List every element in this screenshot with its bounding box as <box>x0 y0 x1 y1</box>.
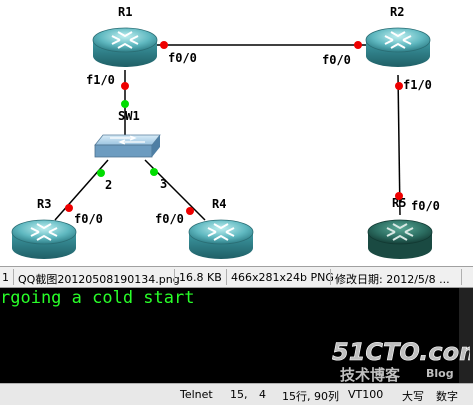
port-status-dot <box>395 192 403 200</box>
status-filename: QQ截图20120508190134.png <box>18 273 180 286</box>
watermark-site: 51CTO.com <box>332 338 470 366</box>
r4-label: R4 <box>212 197 226 211</box>
topology-canvas[interactable]: R1 R2 SW1 R3 <box>0 0 473 266</box>
port-status-dot <box>395 82 403 90</box>
port-label-r4-f00: f0/0 <box>155 212 184 226</box>
telnet-statusbar: Telnet 15, 4 15行, 90列 VT100 大写 数字 <box>0 383 473 405</box>
terminal-scrollbar[interactable] <box>459 288 473 383</box>
status-filesize: 16.8 KB <box>179 271 222 284</box>
port-status-dot <box>65 204 73 212</box>
port-label-r1-f10: f1/0 <box>86 73 115 87</box>
port-status-dot <box>354 41 362 49</box>
link-sw1-r3[interactable] <box>54 159 109 221</box>
watermark-slogan: 技术博客 <box>340 366 401 384</box>
router-r3[interactable] <box>11 219 77 259</box>
divider <box>330 269 331 285</box>
telnet-protocol: Telnet <box>180 388 213 401</box>
divider <box>226 269 227 285</box>
port-status-dot <box>121 82 129 90</box>
port-label-r2-f10: f1/0 <box>403 78 432 92</box>
port-label-r5-f00: f0/0 <box>411 199 440 213</box>
numlock-indicator: 数字 <box>436 390 458 403</box>
status-dimensions: 466x281x24b PNG <box>231 271 334 284</box>
router-r1[interactable] <box>92 27 158 67</box>
port-label-r1-f00: f0/0 <box>168 51 197 65</box>
telnet-col: 4 <box>259 388 266 401</box>
r3-label: R3 <box>37 197 51 211</box>
status-index: 1 <box>2 271 9 284</box>
port-status-dot <box>121 100 129 108</box>
r1-label: R1 <box>118 5 132 19</box>
router-r4[interactable] <box>188 219 254 259</box>
divider <box>13 269 14 285</box>
telnet-position: 15行, 90列 <box>282 390 339 403</box>
port-label-sw-3: 3 <box>160 177 167 191</box>
r2-label: R2 <box>390 5 404 19</box>
terminal-output[interactable]: rgoing a cold start <box>0 288 473 383</box>
port-label-sw-2: 2 <box>105 178 112 192</box>
status-modified: 修改日期: 2012/5/8 ... <box>335 273 450 286</box>
divider <box>174 269 175 285</box>
port-status-dot <box>160 41 168 49</box>
r5-label: R5 <box>392 196 406 210</box>
switch-sw1[interactable] <box>94 134 161 158</box>
port-status-dot <box>150 168 158 176</box>
telnet-row: 15, <box>230 388 248 401</box>
port-label-r3-f00: f0/0 <box>74 212 103 226</box>
port-status-dot <box>186 207 194 215</box>
router-r5[interactable] <box>367 219 433 259</box>
port-status-dot <box>97 169 105 177</box>
capslock-indicator: 大写 <box>402 390 424 403</box>
link-r2-r5[interactable] <box>397 74 401 216</box>
router-r2[interactable] <box>365 27 431 67</box>
watermark: 51CTO.com 技术博客 Blog <box>330 336 473 396</box>
divider <box>461 269 462 285</box>
port-label-r2-f00: f0/0 <box>322 53 351 67</box>
terminal-line: rgoing a cold start <box>0 288 195 308</box>
sw1-label: SW1 <box>118 109 140 123</box>
telnet-emulation: VT100 <box>348 388 384 401</box>
image-viewer-statusbar: 1 QQ截图20120508190134.png 16.8 KB 466x281… <box>0 266 473 288</box>
watermark-blog: Blog <box>426 367 454 380</box>
